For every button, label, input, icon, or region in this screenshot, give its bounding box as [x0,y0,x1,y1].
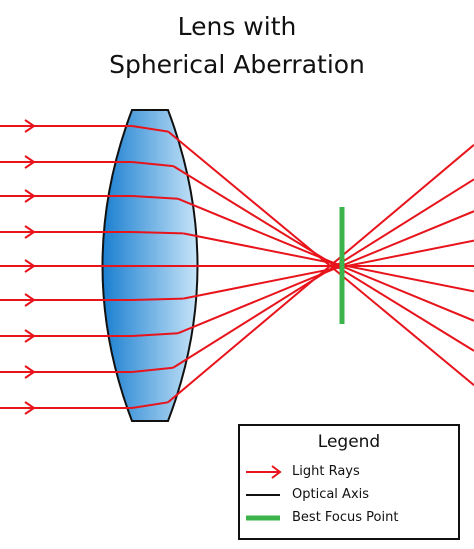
light-ray-in-lens [131,231,184,235]
light-ray-in-lens [131,366,174,373]
light-ray-in-lens [131,401,169,409]
light-ray-in-lens [131,125,169,133]
legend-title: Legend [317,432,381,452]
light-ray-in-lens [131,332,179,337]
ray-arrow-icon [24,365,36,379]
ray-arrow-icon [24,225,36,239]
legend-box: Legend Light Rays Optical Axis Best Focu… [238,424,460,540]
light-ray-refracted [167,144,474,404]
ray-arrow-icon [24,329,36,343]
light-ray-in-lens [131,195,179,200]
light-ray-refracted [183,232,474,293]
diagram-title-line-2: Spherical Aberration [109,50,365,79]
ray-arrow-icon [24,259,36,273]
light-ray-in-lens [131,297,184,301]
legend-label-optical-axis: Optical Axis [292,487,370,502]
light-ray-refracted [172,178,474,369]
ray-arrow-icon [246,465,282,479]
ray-arrow-icon [24,293,36,307]
light-ray-in-lens [131,161,174,168]
light-ray-refracted [177,197,474,322]
ray-arrow-icon [24,189,36,203]
focus-line-icon [246,515,280,521]
legend-label-light-rays: Light Rays [292,464,360,479]
ray-arrow-icon [24,119,36,133]
ray-arrow-icon [24,401,36,415]
diagram-title-line-1: Lens with [177,12,297,41]
ray-arrow-icon [24,155,36,169]
legend-label-best-focus: Best Focus Point [292,510,399,525]
light-rays [0,119,474,415]
axis-line-icon [246,494,280,496]
